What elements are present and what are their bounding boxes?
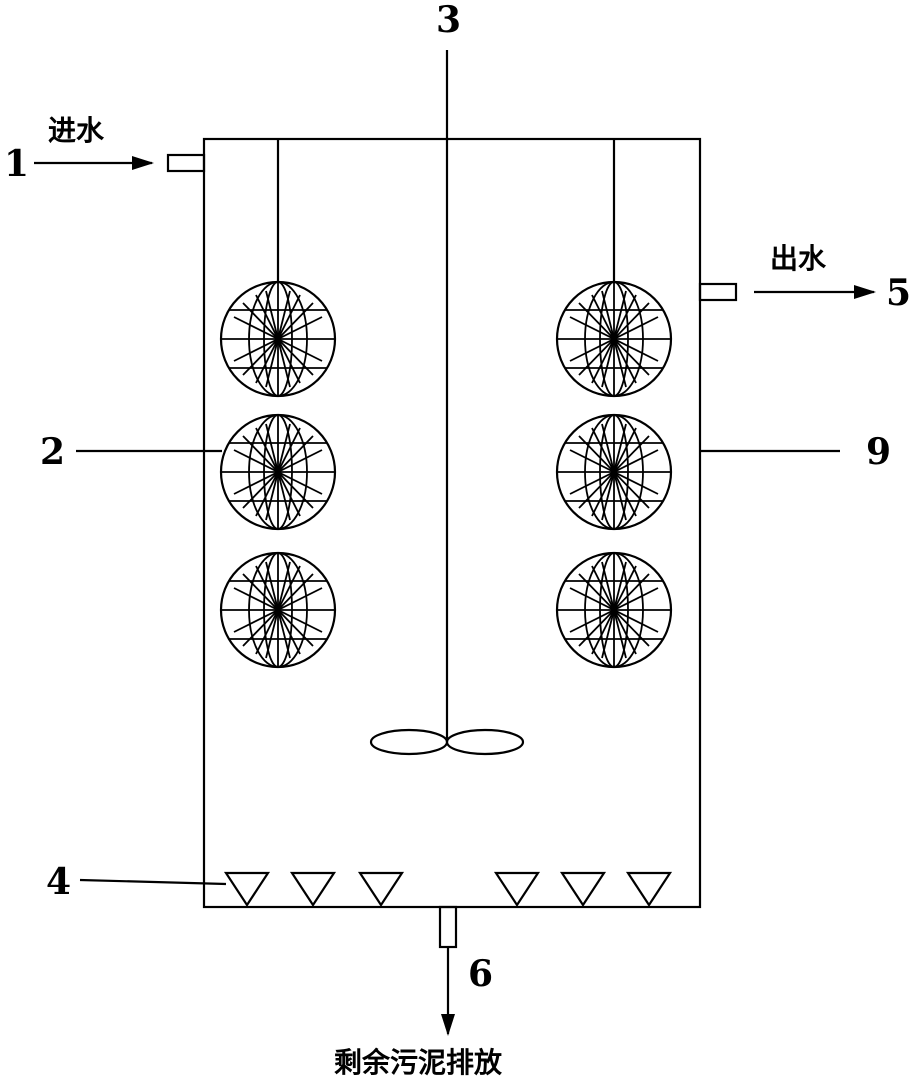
- carrier-ball-left-1: [219, 280, 337, 398]
- inlet-label: 进水: [48, 114, 105, 147]
- label-4: 4: [46, 861, 71, 903]
- outlet-label: 出水: [770, 242, 827, 275]
- diffuser-1: [224, 871, 270, 907]
- label-3: 3: [436, 0, 461, 41]
- diffuser-5: [560, 871, 606, 907]
- label-6: 6: [468, 953, 493, 995]
- outlet-pipe: [698, 282, 738, 302]
- carrier-ball-left-2: [219, 413, 337, 531]
- diffuser-6: [626, 871, 672, 907]
- label-9: 9: [866, 431, 891, 473]
- sludge-pipe: [438, 905, 458, 949]
- carrier-ball-right-3: [555, 551, 673, 669]
- label-2: 2: [40, 431, 65, 473]
- leader-4: [79, 878, 227, 886]
- diffuser-3: [358, 871, 404, 907]
- diffuser-4: [494, 871, 540, 907]
- diffuser-2: [290, 871, 336, 907]
- carrier-ball-right-2: [555, 413, 673, 531]
- impeller-blade-right: [445, 728, 525, 756]
- carrier-ball-right-1: [555, 280, 673, 398]
- impeller-blade-left: [369, 728, 449, 756]
- carrier-ball-left-3: [219, 551, 337, 669]
- label-1: 1: [4, 143, 29, 185]
- sludge-label: 剩余污泥排放: [334, 1046, 503, 1079]
- inlet-pipe: [166, 153, 206, 173]
- label-5: 5: [886, 272, 911, 314]
